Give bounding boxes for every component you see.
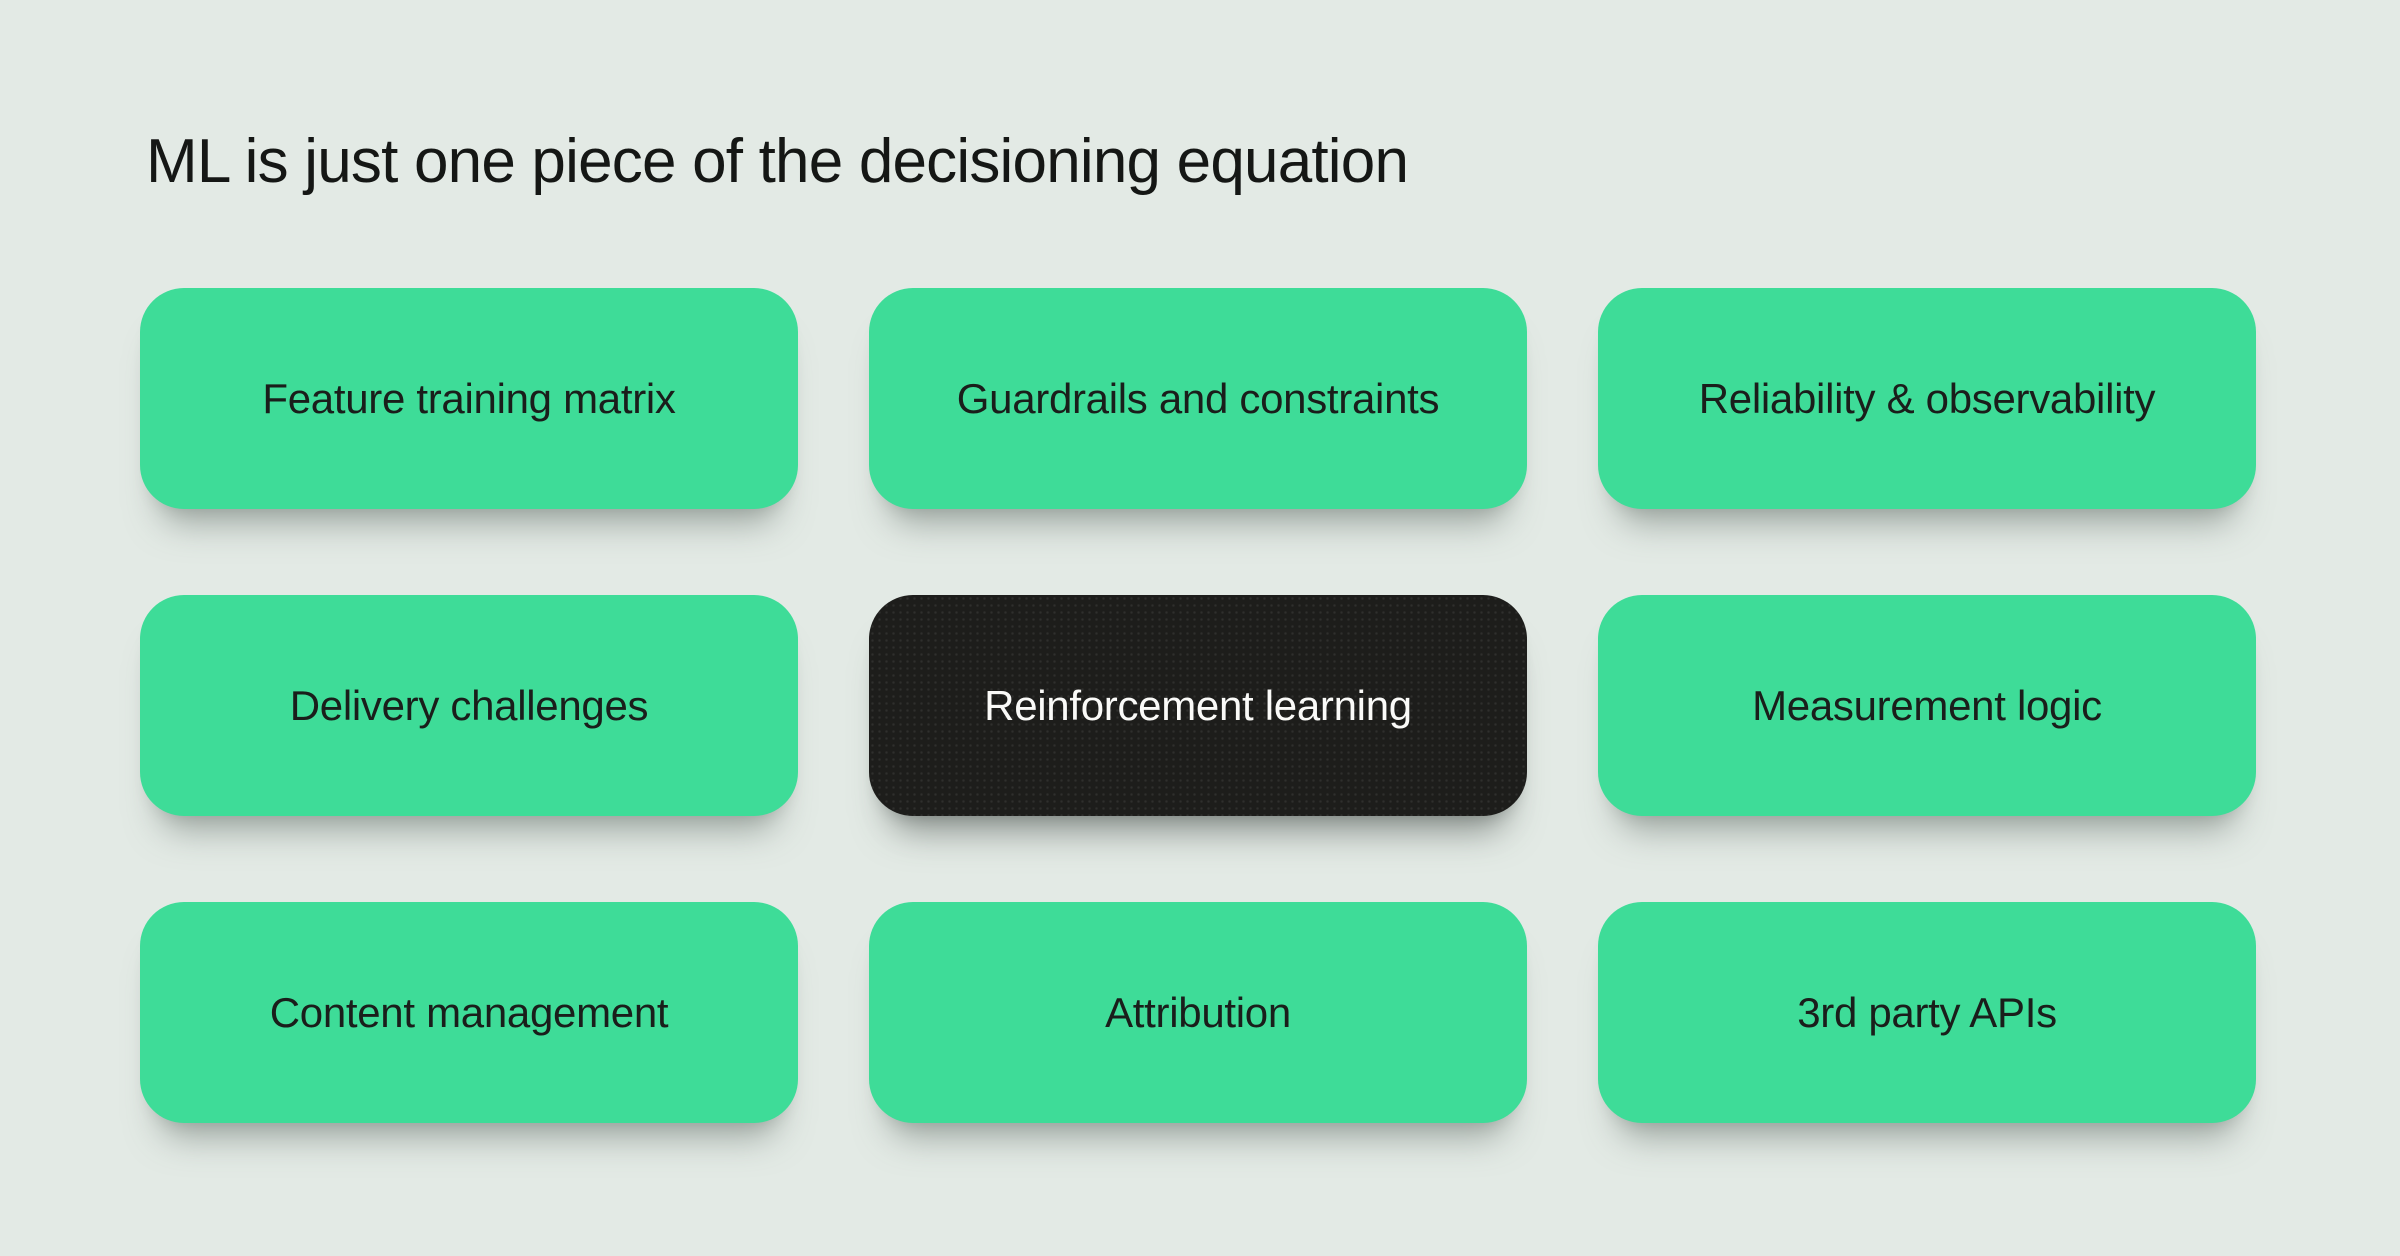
card-guardrails-and-constraints: Guardrails and constraints: [869, 288, 1527, 509]
card-3rd-party-apis: 3rd party APIs: [1598, 902, 2256, 1123]
card-label: Attribution: [1105, 988, 1291, 1036]
page-title: ML is just one piece of the decisioning …: [146, 127, 1409, 196]
card-label: Guardrails and constraints: [956, 374, 1440, 422]
card-measurement-logic: Measurement logic: [1598, 595, 2256, 816]
card-attribution: Attribution: [869, 902, 1527, 1123]
card-reinforcement-learning: Reinforcement learning: [869, 595, 1527, 816]
card-delivery-challenges: Delivery challenges: [140, 595, 798, 816]
card-label: Content management: [269, 988, 669, 1036]
card-feature-training-matrix: Feature training matrix: [140, 288, 798, 509]
card-label: Reinforcement learning: [984, 681, 1412, 729]
card-reliability-observability: Reliability & observability: [1598, 288, 2256, 509]
card-label: 3rd party APIs: [1797, 988, 2057, 1036]
card-grid: Feature training matrix Guardrails and c…: [140, 288, 2256, 1123]
card-content-management: Content management: [140, 902, 798, 1123]
card-label: Measurement logic: [1752, 681, 2102, 729]
card-label: Delivery challenges: [289, 681, 649, 729]
card-label: Reliability & observability: [1698, 374, 2156, 422]
card-label: Feature training matrix: [262, 374, 676, 422]
